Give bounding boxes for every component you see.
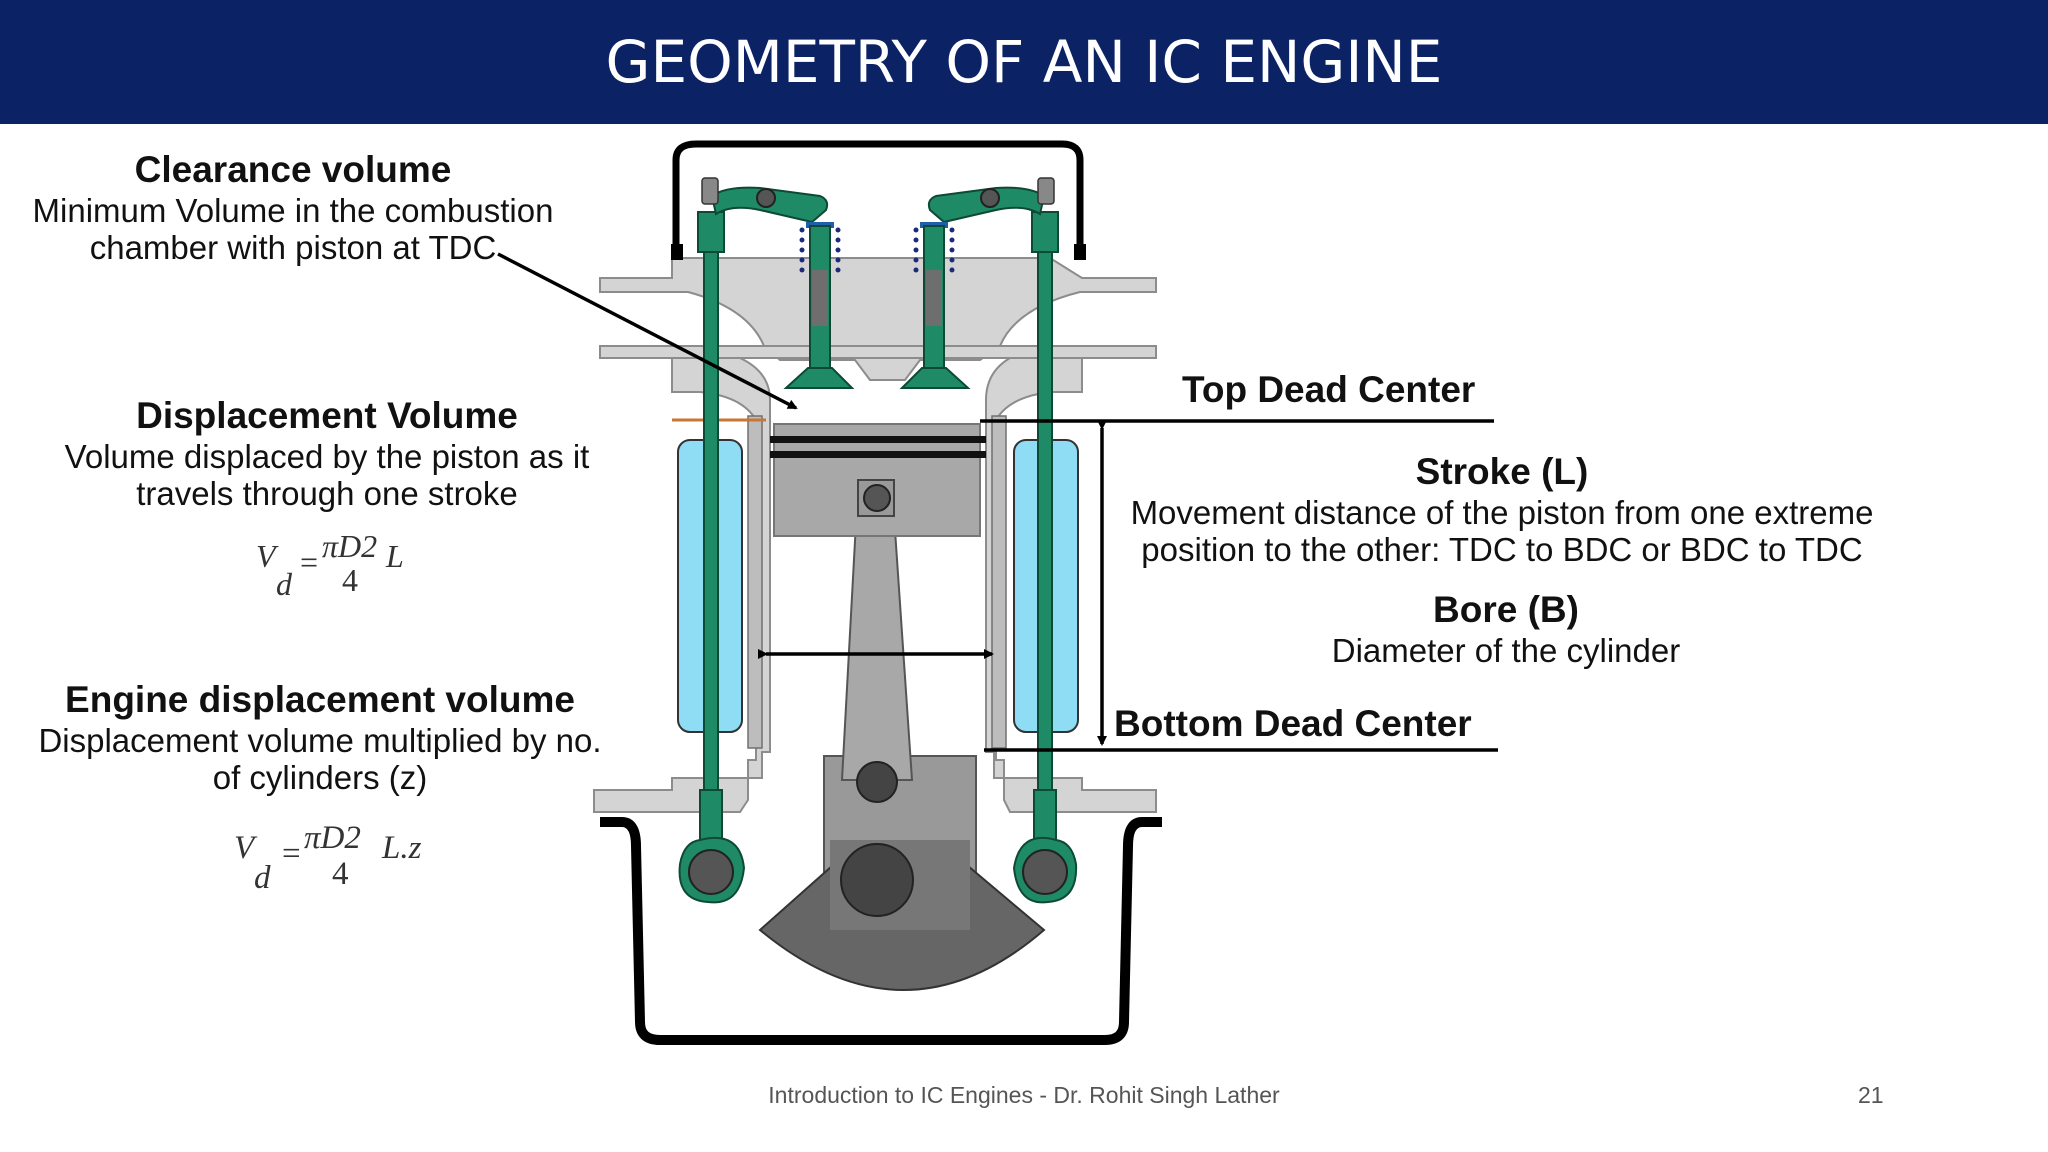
piston-pin bbox=[863, 484, 891, 512]
pushrod-right bbox=[1037, 239, 1053, 801]
formula-eq: = bbox=[282, 836, 301, 872]
bdc-label: Bottom Dead Center bbox=[1114, 703, 1472, 744]
clearance-desc-2: chamber with piston at TDC bbox=[89, 229, 497, 266]
formula-den: 4 bbox=[342, 562, 358, 598]
stroke-desc-2: position to the other: TDC to BDC or BDC… bbox=[1141, 531, 1863, 568]
stroke-desc-1: Movement distance of the piston from one… bbox=[1130, 494, 1874, 531]
block-flange bbox=[599, 345, 1157, 359]
displacement-block: Displacement Volume Volume displaced by … bbox=[32, 394, 622, 512]
right-wall bbox=[985, 357, 1157, 813]
tdc-label: Top Dead Center bbox=[1182, 369, 1476, 410]
crankshaft bbox=[840, 843, 914, 917]
clearance-desc-1: Minimum Volume in the combustion bbox=[32, 192, 554, 229]
clearance-block: Clearance volume Minimum Volume in the c… bbox=[0, 148, 586, 266]
formula-sub: d bbox=[254, 860, 271, 896]
liner-left bbox=[747, 415, 763, 749]
bore-block: Bore (B) Diameter of the cylinder bbox=[1106, 588, 1906, 669]
formula-tail: L.z bbox=[382, 830, 422, 866]
liner-right bbox=[991, 415, 1007, 749]
displacement-desc-1: Volume displaced by the piston as it bbox=[64, 438, 590, 475]
slide-footer: Introduction to IC Engines - Dr. Rohit S… bbox=[768, 1082, 1280, 1108]
displacement-formula: V d = πD2 4 L bbox=[256, 528, 436, 604]
formula-num: πD2 bbox=[304, 820, 361, 856]
formula-eq: = bbox=[300, 544, 319, 580]
formula-sub: d bbox=[276, 566, 292, 602]
engine-displacement-desc-1: Displacement volume multiplied by no. bbox=[38, 722, 602, 759]
valve-right bbox=[899, 225, 971, 389]
bore-heading: Bore (B) bbox=[1433, 589, 1579, 630]
slide-title: GEOMETRY OF AN IC ENGINE bbox=[605, 28, 1443, 96]
pushrod-left bbox=[703, 239, 719, 801]
crank-pin bbox=[856, 761, 898, 803]
title-bar bbox=[0, 0, 2048, 124]
engine-displacement-block: Engine displacement volume Displacement … bbox=[0, 678, 640, 796]
left-wall bbox=[593, 357, 771, 813]
rocker-cover bbox=[672, 140, 1084, 258]
clearance-pointer bbox=[497, 252, 798, 410]
engine-displacement-desc-2: of cylinders (z) bbox=[212, 759, 428, 796]
stroke-heading: Stroke (L) bbox=[1415, 451, 1589, 492]
page-number: 21 bbox=[1858, 1082, 1884, 1108]
formula-num: πD2 bbox=[322, 528, 378, 564]
engine-displacement-formula: V d = πD2 4 L.z bbox=[234, 820, 444, 900]
engine-displacement-heading: Engine displacement volume bbox=[65, 679, 575, 720]
formula-den: 4 bbox=[332, 856, 349, 892]
bore-desc: Diameter of the cylinder bbox=[1331, 632, 1681, 669]
formula-tail: L bbox=[386, 538, 404, 574]
valve-left bbox=[783, 225, 855, 389]
clearance-heading: Clearance volume bbox=[134, 149, 452, 190]
formula-lhs: V bbox=[234, 830, 255, 866]
displacement-desc-2: travels through one stroke bbox=[136, 475, 518, 512]
displacement-heading: Displacement Volume bbox=[136, 395, 518, 436]
stroke-block: Stroke (L) Movement distance of the pist… bbox=[1102, 450, 1902, 568]
crankcase bbox=[600, 817, 1162, 1045]
formula-lhs: V bbox=[256, 538, 276, 574]
